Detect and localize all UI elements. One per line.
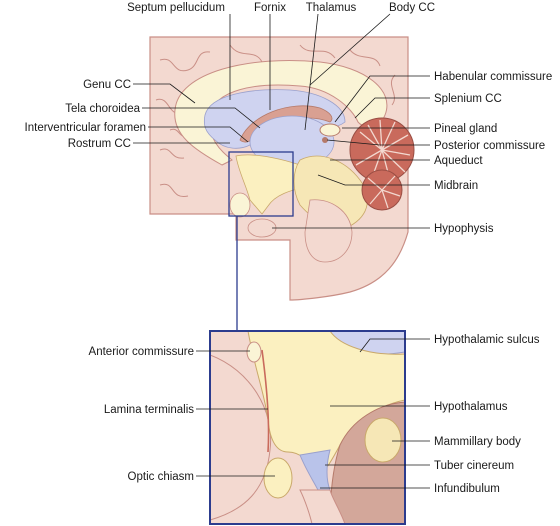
label-anterior-commissure: Anterior commissure — [89, 346, 194, 358]
lamina-terminalis-zoom — [261, 349, 270, 453]
label-thalamus: Thalamus — [306, 2, 357, 14]
optic-region — [229, 192, 251, 218]
label-splenium-cc: Splenium CC — [434, 93, 502, 105]
pons — [304, 199, 353, 263]
leader-interventricular-foramen — [148, 126, 249, 143]
label-interventricular-foramen: Interventricular foramen — [25, 122, 146, 134]
leader-posterior-commissure — [326, 139, 430, 146]
anterior-commissure-zoom — [246, 341, 262, 363]
tuber-cinereum-zoom — [299, 489, 346, 524]
leader-lines — [133, 13, 430, 489]
label-septum-pellucidum: Septum pellucidum — [127, 2, 225, 14]
label-optic-chiasm: Optic chiasm — [128, 471, 194, 483]
label-tela-choroidea: Tela choroidea — [65, 103, 140, 115]
label-aqueduct: Aqueduct — [434, 155, 483, 167]
zoom-inset — [209, 330, 406, 525]
leader-thalamus — [304, 13, 319, 131]
label-mammillary-body: Mammillary body — [434, 436, 521, 448]
leader-tela-choroidea — [142, 107, 261, 129]
leader-midbrain — [317, 174, 430, 186]
label-body-cc: Body CC — [389, 2, 435, 14]
labels: Septum pellucidum Fornix Thalamus Body C… — [25, 2, 553, 495]
inset-indicator-box — [228, 151, 294, 217]
frontal-lobe-zoom — [210, 354, 272, 521]
leader-body-cc — [309, 13, 391, 86]
leader-habenular-commissure — [334, 75, 430, 123]
optic-chiasm-zoom — [263, 457, 293, 499]
label-rostrum-cc: Rostrum CC — [68, 138, 131, 150]
label-genu-cc: Genu CC — [83, 79, 131, 91]
posterior-commissure-mark — [322, 137, 328, 143]
hypophysis — [247, 218, 277, 238]
leader-hypothalamic-sulcus — [359, 338, 430, 353]
label-infundibulum: Infundibulum — [434, 483, 500, 495]
label-fornix: Fornix — [254, 2, 286, 14]
label-lamina-terminalis: Lamina terminalis — [104, 404, 194, 416]
label-pineal-gland: Pineal gland — [434, 123, 497, 135]
label-hypophysis: Hypophysis — [434, 223, 494, 235]
label-habenular-commissure: Habenular commissure — [434, 71, 552, 83]
cerebellum — [349, 117, 415, 211]
label-hypothalamic-sulcus: Hypothalamic sulcus — [434, 334, 540, 346]
label-tuber-cinereum: Tuber cinereum — [434, 460, 514, 472]
zoom-frame — [209, 330, 406, 525]
sagittal-section — [149, 36, 415, 301]
label-midbrain: Midbrain — [434, 180, 478, 192]
leader-splenium-cc — [354, 97, 430, 119]
label-posterior-commissure: Posterior commissure — [434, 140, 545, 152]
label-hypothalamus: Hypothalamus — [434, 401, 508, 413]
leader-genu-cc — [133, 83, 196, 104]
pineal-gland — [319, 123, 341, 137]
mammillary-body-zoom — [364, 417, 402, 463]
